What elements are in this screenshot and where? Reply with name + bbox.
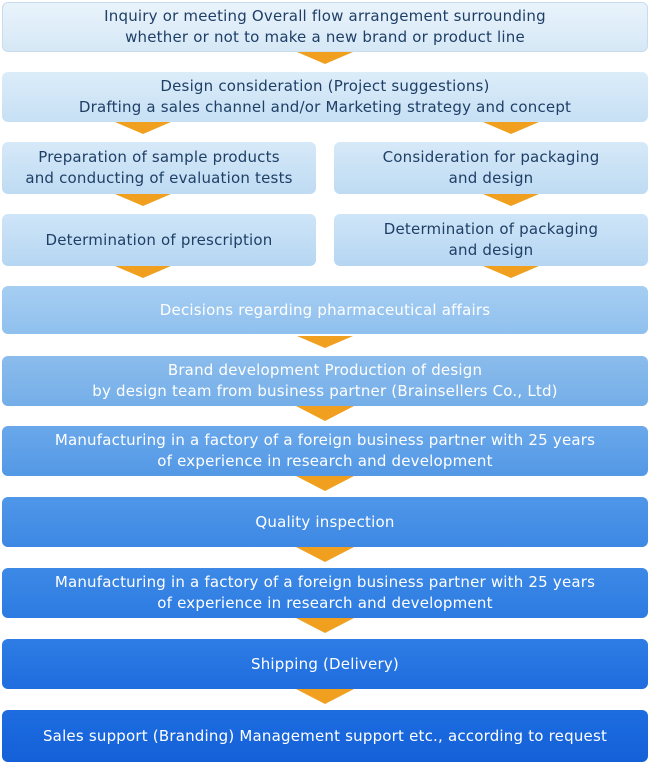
step-sample-preparation-line-2: and conducting of evaluation tests [25,169,293,187]
step-inquiry-line-2: whether or not to make a new brand or pr… [125,28,525,46]
step-packaging-determination-line-1: Determination of packaging [383,220,599,238]
step-packaging-consideration: Consideration for packaging and design [334,142,648,194]
arrow-down-icon [296,547,354,562]
step-packaging-consideration-line-1: Consideration for packaging [382,148,600,166]
step-quality: Quality inspection [2,497,648,547]
step-pharma-decisions-line-1: Decisions regarding pharmaceutical affai… [159,300,491,319]
step-manufacturing-2: Manufacturing in a factory of a foreign … [2,568,648,618]
step-sample-preparation: Preparation of sample products and condu… [2,142,316,194]
step-sales-support: Sales support (Branding) Management supp… [2,710,648,762]
step-sample-preparation-line-1: Preparation of sample products [38,148,280,166]
step-manufacturing-1: Manufacturing in a factory of a foreign … [2,426,648,476]
step-prescription-line-1: Determination of prescription [45,230,273,249]
step-prescription: Determination of prescription [2,214,316,266]
step-inquiry: Inquiry or meeting Overall flow arrangem… [2,2,648,52]
step-design-consideration: Design consideration (Project suggestion… [2,72,648,122]
step-brand-development-line-1: Brand development Production of design [167,361,483,379]
step-manufacturing-1-line-1: Manufacturing in a factory of a foreign … [54,431,596,449]
arrow-down-icon [296,406,354,421]
step-inquiry-line-1: Inquiry or meeting Overall flow arrangem… [104,7,546,25]
arrow-down-icon [483,122,539,134]
step-design-consideration-line-1: Design consideration (Project suggestion… [160,77,490,95]
step-packaging-consideration-line-2: and design [448,169,534,187]
step-brand-development-line-2: by design team from business partner (Br… [92,382,558,400]
step-manufacturing-1-line-2: of experience in research and developmen… [157,452,493,470]
step-manufacturing-2-line-2: of experience in research and developmen… [157,594,493,612]
arrow-down-icon [296,618,354,633]
arrow-down-icon [115,266,171,278]
arrow-down-icon [297,336,353,348]
step-sales-support-line-1: Sales support (Branding) Management supp… [42,726,608,745]
arrow-down-icon [115,194,171,206]
step-packaging-determination: Determination of packaging and design [334,214,648,266]
arrow-down-icon [483,266,539,278]
step-brand-development: Brand development Production of design b… [2,356,648,406]
step-shipping-line-1: Shipping (Delivery) [251,654,399,673]
step-pharma-decisions: Decisions regarding pharmaceutical affai… [2,286,648,334]
arrow-down-icon [483,194,539,206]
step-packaging-determination-line-2: and design [448,241,534,259]
step-design-consideration-line-2: Drafting a sales channel and/or Marketin… [78,98,572,116]
step-manufacturing-2-line-1: Manufacturing in a factory of a foreign … [54,573,596,591]
step-quality-line-1: Quality inspection [255,512,395,531]
arrow-down-icon [115,122,171,134]
arrow-down-icon [297,52,353,64]
arrow-down-icon [296,689,354,704]
arrow-down-icon [296,476,354,491]
step-shipping: Shipping (Delivery) [2,639,648,689]
